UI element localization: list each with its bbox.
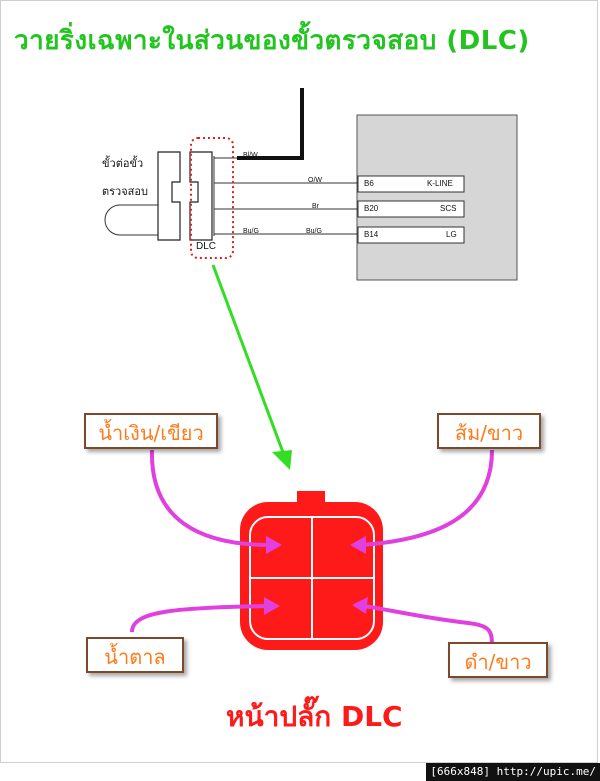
pin-b14: B14 (364, 230, 379, 239)
connector-label-1: ขั้วต่อขั้ว (102, 158, 144, 170)
plug-key (297, 491, 325, 505)
connector-label-2: ตรวจสอบ (102, 186, 148, 198)
arrow-top-right (361, 449, 494, 547)
ecu-block (356, 114, 518, 281)
wire-color-bug-mid: Bu/G (306, 228, 322, 235)
arrow-top-left (149, 449, 271, 547)
pin-b20: B20 (364, 204, 379, 213)
test-connector-plug (157, 151, 181, 241)
arrow-bottom-right (363, 604, 494, 646)
image-host-footer: [666x848] http://upic.me/ (426, 763, 600, 781)
pin-box-lg (357, 226, 465, 244)
dlc-socket (189, 151, 213, 241)
wire-color-br: Br (312, 203, 319, 210)
diagram-title: วายริ่งเฉพาะในส่วนของขั้วตรวจสอบ (DLC) (14, 26, 530, 56)
callout-top-right: ส้ม/ขาว (437, 413, 541, 449)
loop-wire (104, 204, 158, 236)
callout-top-left: น้ำเงิน/เขียว (84, 413, 218, 449)
callout-bottom-right: ดำ/ขาว (448, 642, 548, 678)
signal-kline: K-LINE (427, 179, 453, 188)
pin-b6: B6 (364, 179, 374, 188)
pin-box-kline (357, 175, 465, 193)
arrow-bottom-left (130, 604, 269, 633)
signal-scs: SCS (440, 204, 457, 213)
dlc-caption: หน้าปลั๊ก DLC (226, 700, 403, 733)
signal-lg: LG (446, 230, 457, 239)
callout-bottom-left: น้ำตาล (86, 637, 184, 673)
wire-color-ow: O/W (308, 177, 322, 184)
wire-color-bug-left: Bu/G (243, 228, 259, 235)
dlc-highlight (190, 137, 234, 259)
wire-blw (237, 88, 304, 160)
wire-color-blw: Bl/W (243, 152, 258, 159)
green-arrow (211, 264, 286, 456)
dlc-label: DLC (196, 241, 217, 252)
